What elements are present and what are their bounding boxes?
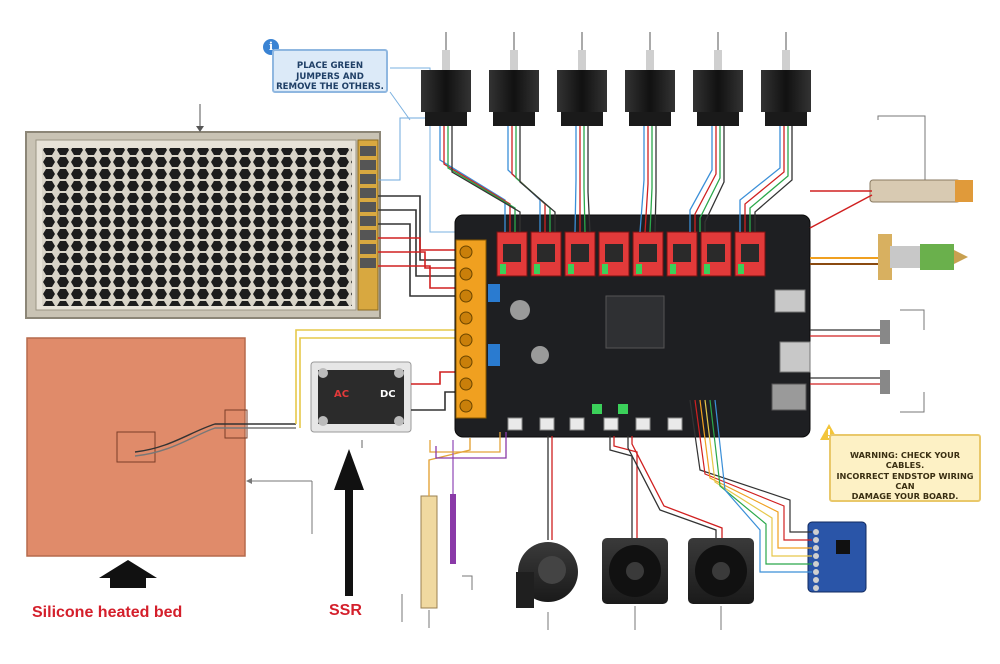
warning-callout-line1: WARNING: CHECK YOUR CABLES.	[849, 450, 961, 471]
stepper-motor-3	[557, 32, 607, 126]
blower-fan	[516, 436, 578, 630]
motor-wires	[439, 126, 793, 233]
heated-bed-label: Silicone heated bed	[32, 604, 183, 621]
warning-callout-line2: INCORRECT ENDSTOP WIRING CAN	[836, 470, 974, 491]
jumpers-callout: PLACE GREEN JUMPERS AND REMOVE THE OTHER…	[272, 49, 388, 93]
power-supply	[25, 104, 381, 319]
stepper-motor-5	[693, 32, 743, 126]
ssr-label: SSR	[329, 602, 362, 619]
jumpers-callout-line2: REMOVE THE OTHERS.	[276, 82, 384, 93]
endstops	[810, 309, 925, 413]
stepper-motor-6	[761, 32, 811, 126]
ssr-relay	[310, 361, 412, 433]
ssr-arrow-icon	[334, 449, 364, 596]
ssr-ac-label: AC	[334, 389, 350, 400]
cooling-fan-1	[602, 436, 668, 630]
power-wires	[295, 117, 455, 428]
ssr-dc-label: DC	[380, 389, 396, 400]
heater-cartridge	[809, 115, 973, 229]
accelerometer-module	[689, 399, 867, 593]
hotend-extruder	[810, 234, 968, 280]
jumpers-callout-line1: PLACE GREEN JUMPERS AND	[296, 61, 364, 82]
warning-callout: WARNING: CHECK YOUR CABLES. INCORRECT EN…	[829, 434, 981, 502]
stepper-motor-2	[489, 32, 539, 126]
stepper-motor-4	[625, 32, 675, 126]
heated-bed	[26, 337, 313, 557]
hotend-thermistor	[450, 440, 473, 590]
stepper-motors	[421, 32, 811, 126]
main-board	[454, 214, 811, 438]
stepper-motor-1	[421, 32, 471, 126]
bed-thermistor	[401, 438, 471, 628]
ssr-wires	[429, 432, 507, 459]
cooling-fan-2	[627, 436, 754, 630]
bed-arrow-icon	[99, 560, 157, 588]
warning-callout-line3: DAMAGE YOUR BOARD.	[851, 491, 959, 501]
